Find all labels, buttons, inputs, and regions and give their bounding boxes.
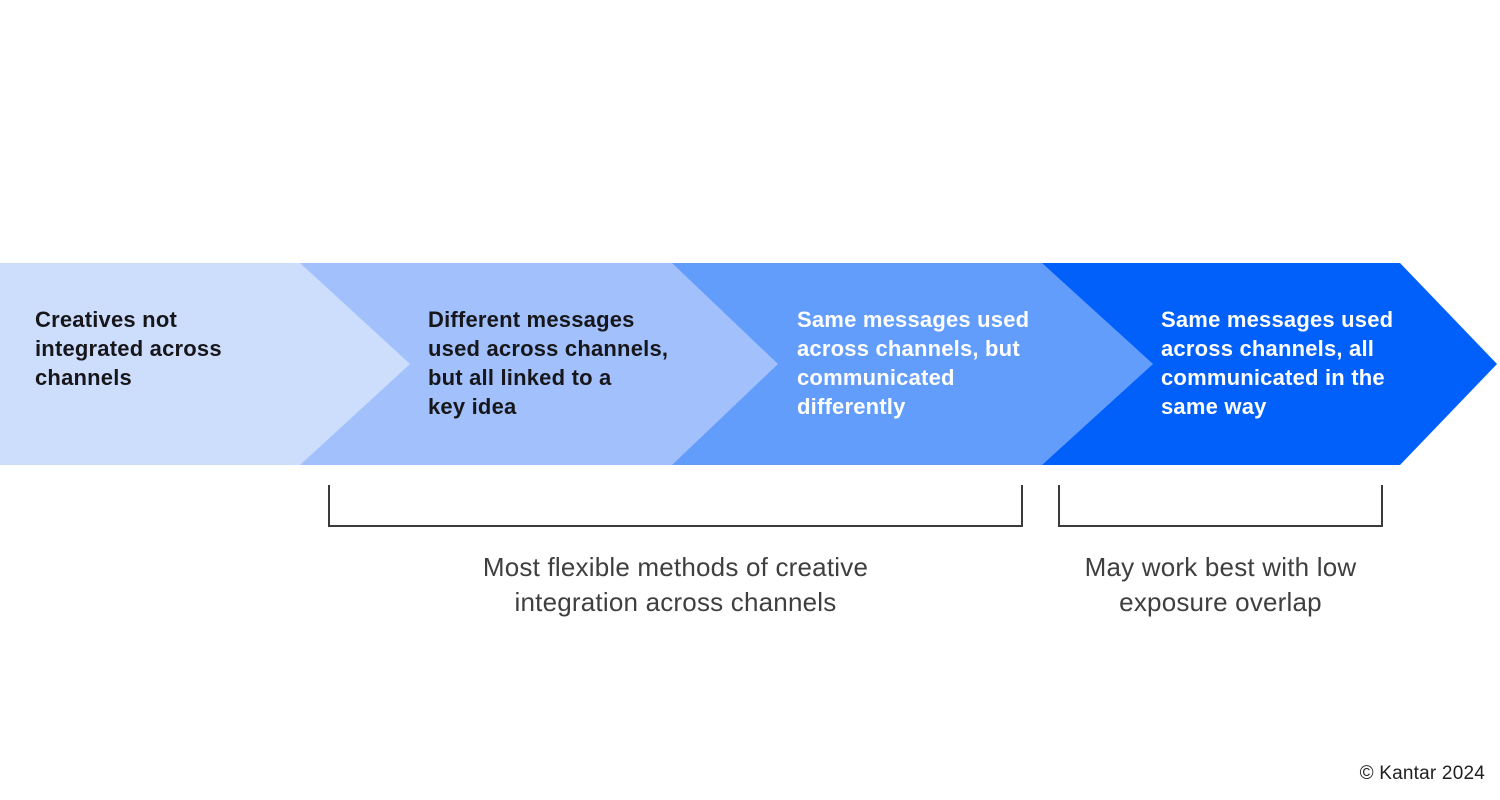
chevron-3-label: Same messages used across channels, but … bbox=[797, 307, 1030, 419]
bracket-flexible-methods bbox=[328, 485, 1023, 527]
chevron-segment-2: Different messages used across channels,… bbox=[300, 263, 778, 465]
annotation-low-overlap: May work best with low exposure overlap bbox=[1084, 552, 1357, 617]
copyright-notice: © Kantar 2024 bbox=[1359, 763, 1485, 784]
bracket-low-overlap bbox=[1058, 485, 1383, 527]
chevron-2-label: Different messages used across channels,… bbox=[428, 307, 669, 419]
annotation-flexible-methods: Most flexible methods of creative integr… bbox=[482, 552, 869, 617]
chevron-4-label: Same messages used across channels, all … bbox=[1161, 307, 1394, 419]
chevron-1-label: Creatives not integrated across channels bbox=[35, 307, 222, 390]
